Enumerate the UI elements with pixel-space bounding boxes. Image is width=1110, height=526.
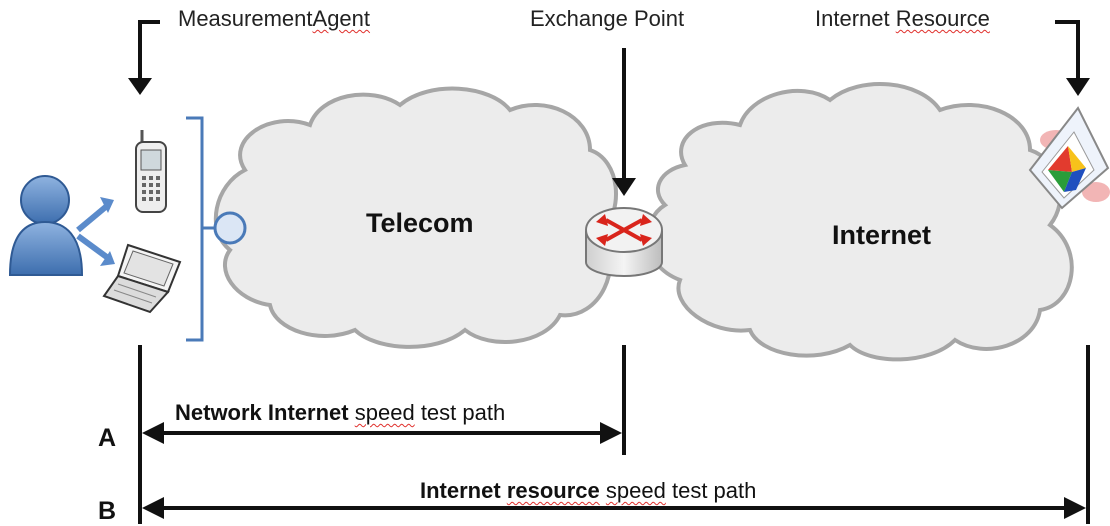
path-a-letter: A bbox=[98, 424, 117, 452]
router-icon bbox=[585, 207, 663, 277]
internet-resource-arrow bbox=[1055, 20, 1090, 96]
boundary-lines bbox=[138, 345, 1090, 524]
person-icon bbox=[8, 175, 84, 276]
internet-cloud-label: Internet bbox=[832, 220, 932, 250]
laptop-icon bbox=[102, 243, 182, 314]
web-resource-icon bbox=[1028, 106, 1110, 210]
telecom-cloud-label: Telecom bbox=[366, 208, 474, 238]
measurement-agent-label: MeasurementAgent bbox=[178, 6, 371, 31]
path-a-arrow bbox=[142, 422, 622, 444]
internet-cloud bbox=[645, 82, 1074, 362]
connection-arrows-icon bbox=[76, 197, 115, 266]
path-b-letter: B bbox=[98, 497, 117, 525]
mobile-phone-icon bbox=[135, 130, 167, 213]
exchange-point-arrow bbox=[612, 48, 636, 196]
internet-resource-label: Internet Resource bbox=[815, 6, 990, 31]
path-b-arrow bbox=[142, 497, 1086, 519]
exchange-point-label: Exchange Point bbox=[530, 6, 685, 31]
access-bracket bbox=[186, 116, 247, 342]
path-b-label: Internet resource speed test path bbox=[420, 478, 757, 503]
path-a-label: Network Internet speed test path bbox=[175, 400, 506, 425]
measurement-agent-arrow bbox=[128, 20, 160, 95]
